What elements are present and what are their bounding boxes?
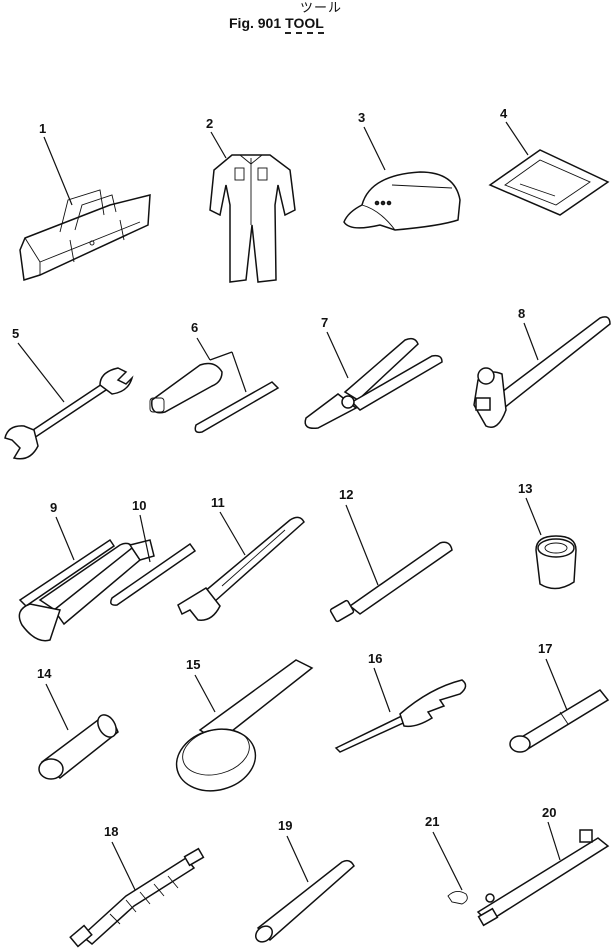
pin-icon: 21 xyxy=(425,814,468,905)
part-number-15: 15 xyxy=(186,657,200,672)
part-number-11: 11 xyxy=(211,495,225,510)
grease-gun-icon: 9 xyxy=(18,500,155,642)
puller-bar-icon: 20 xyxy=(476,805,610,927)
cap-icon: 3 xyxy=(343,110,461,231)
part-number-16: 16 xyxy=(368,651,382,666)
pliers-icon: 7 xyxy=(304,315,443,430)
part-number-5: 5 xyxy=(12,326,19,341)
socket-handle-icon: 12 xyxy=(329,487,453,623)
adjustable-wrench-icon: 11 xyxy=(177,495,305,621)
coveralls-icon: 2 xyxy=(206,116,296,283)
part-number-2: 2 xyxy=(206,116,213,131)
part-number-20: 20 xyxy=(542,805,556,820)
part-number-10: 10 xyxy=(132,498,146,513)
flexible-hose-icon: 18 xyxy=(69,824,205,948)
gauge-tool-icon: 16 xyxy=(334,651,467,753)
part-number-17: 17 xyxy=(538,641,552,656)
part-number-19: 19 xyxy=(278,818,292,833)
part-number-12: 12 xyxy=(339,487,353,502)
part-number-21: 21 xyxy=(425,814,439,829)
part-number-18: 18 xyxy=(104,824,118,839)
tool-bag-icon: 1 xyxy=(19,121,151,281)
hammer-icon: 8 xyxy=(473,306,611,428)
part-number-1: 1 xyxy=(39,121,46,136)
bar-icon: 10 xyxy=(110,498,197,606)
socket-icon: 13 xyxy=(518,481,577,590)
filter-wrench-icon: 15 xyxy=(175,657,314,792)
part-number-8: 8 xyxy=(518,306,525,321)
part-number-14: 14 xyxy=(37,666,52,681)
figure-number: Fig. 901 xyxy=(229,15,282,31)
screwdriver-icon: 6 xyxy=(149,320,280,434)
manual-icon: 4 xyxy=(488,106,610,216)
part-number-4: 4 xyxy=(500,106,508,121)
part-number-3: 3 xyxy=(358,110,365,125)
figure-name: TOOL xyxy=(285,15,324,34)
part-number-6: 6 xyxy=(191,320,198,335)
extension-bar-icon: 17 xyxy=(509,641,610,753)
open-end-wrench-icon: 5 xyxy=(4,326,134,460)
part-number-13: 13 xyxy=(518,481,532,496)
part-number-9: 9 xyxy=(50,500,57,515)
part-number-7: 7 xyxy=(321,315,328,330)
japanese-title: ツール xyxy=(300,1,343,16)
pipe-icon: 19 xyxy=(255,818,355,943)
cylinder-icon: 14 xyxy=(37,666,119,780)
